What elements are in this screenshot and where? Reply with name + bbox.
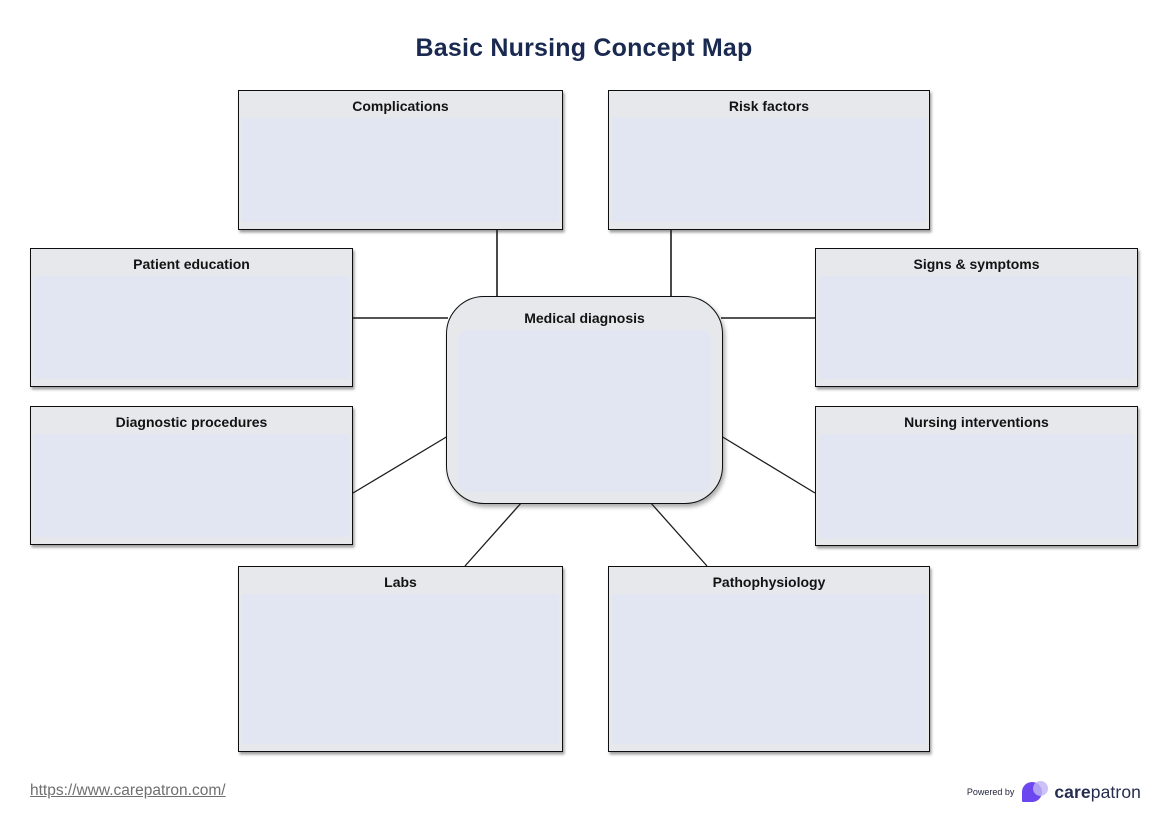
connector-nursing-interventions bbox=[720, 435, 816, 494]
node-labs-label: Labs bbox=[384, 574, 417, 590]
connector-labs bbox=[464, 501, 523, 567]
node-complications: Complications bbox=[238, 90, 563, 230]
node-patient-education: Patient education bbox=[30, 248, 353, 387]
node-pathophysiology: Pathophysiology bbox=[608, 566, 930, 752]
node-risk-factors-input-area[interactable] bbox=[612, 118, 926, 222]
node-nursing-interventions-input-area[interactable] bbox=[819, 434, 1134, 538]
powered-by-label: Powered by bbox=[966, 787, 1015, 797]
node-diagnostic-procedures: Diagnostic procedures bbox=[30, 406, 353, 545]
node-labs-input-area[interactable] bbox=[242, 594, 559, 744]
brand-wordmark: carepatron bbox=[1054, 782, 1141, 803]
node-signs-symptoms-label: Signs & symptoms bbox=[913, 256, 1040, 272]
node-complications-input-area[interactable] bbox=[242, 118, 559, 222]
page-title: Basic Nursing Concept Map bbox=[415, 34, 753, 62]
node-labs: Labs bbox=[238, 566, 563, 752]
node-risk-factors-label: Risk factors bbox=[728, 98, 810, 114]
node-patient-education-label: Patient education bbox=[133, 256, 250, 272]
node-signs-symptoms: Signs & symptoms bbox=[815, 248, 1138, 387]
logo-blob-light bbox=[1033, 781, 1049, 796]
node-diagnostic-procedures-label: Diagnostic procedures bbox=[115, 414, 268, 430]
node-medical-diagnosis: Medical diagnosis bbox=[446, 296, 723, 504]
carepatron-logo-icon bbox=[1022, 781, 1049, 803]
source-url-link[interactable]: https://www.carepatron.com/ bbox=[30, 782, 226, 799]
brand-wordmark-regular: patron bbox=[1090, 781, 1141, 802]
node-pathophysiology-input-area[interactable] bbox=[612, 594, 926, 744]
node-medical-diagnosis-input-area[interactable] bbox=[458, 330, 711, 492]
node-patient-education-input-area[interactable] bbox=[34, 276, 349, 379]
node-risk-factors: Risk factors bbox=[608, 90, 930, 230]
node-complications-label: Complications bbox=[352, 98, 449, 114]
connector-pathophysiology bbox=[649, 501, 708, 567]
node-diagnostic-procedures-input-area[interactable] bbox=[34, 434, 349, 537]
node-pathophysiology-label: Pathophysiology bbox=[712, 574, 826, 590]
brand-block: Powered by carepatron bbox=[967, 779, 1141, 805]
node-signs-symptoms-input-area[interactable] bbox=[819, 276, 1134, 379]
brand-wordmark-bold: care bbox=[1054, 781, 1091, 802]
node-nursing-interventions: Nursing interventions bbox=[815, 406, 1138, 546]
node-nursing-interventions-label: Nursing interventions bbox=[904, 414, 1049, 430]
connector-diagnostic-procedures bbox=[352, 435, 449, 494]
node-medical-diagnosis-label: Medical diagnosis bbox=[524, 310, 645, 326]
